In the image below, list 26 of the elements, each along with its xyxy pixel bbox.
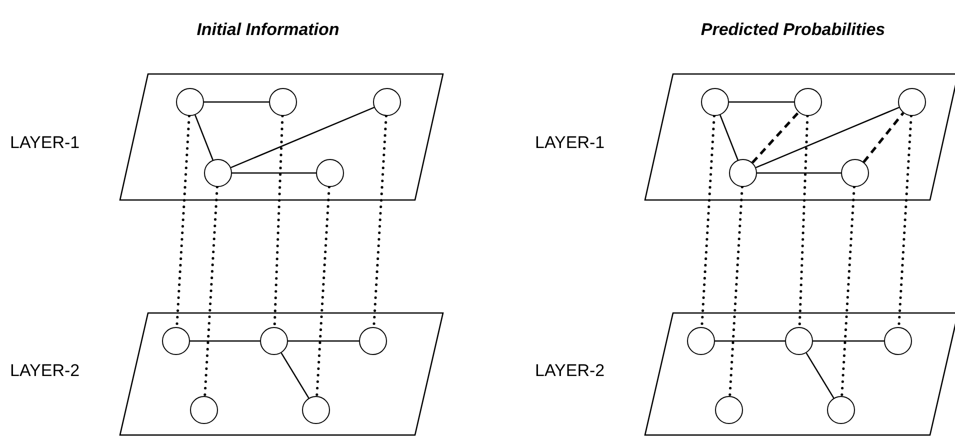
graph-edge bbox=[230, 106, 374, 168]
panel-title: Predicted Probabilities bbox=[700, 20, 886, 40]
dotted-link bbox=[204, 186, 218, 398]
dashed-link bbox=[862, 112, 904, 163]
layer-label: LAYER-1 bbox=[10, 133, 80, 153]
graph-edge bbox=[280, 352, 310, 398]
graph-edge bbox=[729, 101, 794, 103]
graph-edge bbox=[756, 106, 900, 168]
graph-edge bbox=[288, 340, 359, 342]
dotted-link bbox=[316, 186, 330, 398]
graph-edge bbox=[194, 114, 214, 160]
graph-edge bbox=[813, 340, 884, 342]
layer-label: LAYER-2 bbox=[535, 361, 605, 381]
graph-edge bbox=[204, 101, 269, 103]
dotted-link bbox=[840, 186, 856, 398]
graph-edge bbox=[806, 352, 834, 398]
layer-label: LAYER-2 bbox=[10, 361, 80, 381]
graph-edge bbox=[720, 114, 738, 160]
layer-label: LAYER-1 bbox=[535, 133, 605, 153]
panel-title: Initial Information bbox=[196, 20, 340, 40]
dashed-link bbox=[752, 111, 800, 164]
graph-edge bbox=[232, 172, 316, 174]
dotted-link bbox=[728, 186, 744, 398]
graph-edge bbox=[757, 172, 841, 174]
graph-edge bbox=[190, 340, 260, 342]
graph-edge bbox=[715, 340, 785, 342]
